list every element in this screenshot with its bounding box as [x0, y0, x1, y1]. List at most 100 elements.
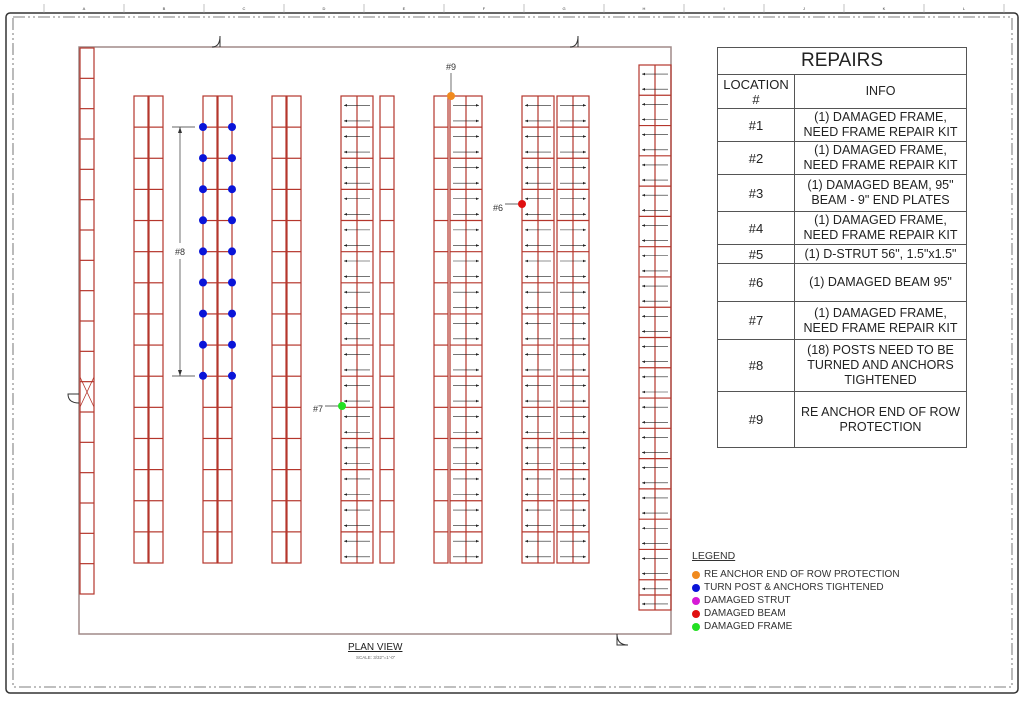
arrow-head-icon: [583, 384, 586, 387]
arrow-head-icon: [476, 415, 479, 418]
blue-post-marker: [228, 340, 236, 349]
legend-label: DAMAGED STRUT: [704, 595, 791, 606]
arrow-head-icon: [583, 150, 586, 154]
arrow-head-icon: [642, 315, 645, 318]
legend-dot-icon: [692, 622, 700, 631]
arrow-head-icon: [642, 269, 645, 273]
arrow-head-icon: [642, 511, 645, 515]
repair-location: #4: [717, 211, 795, 245]
rack-row: [638, 64, 672, 611]
legend-dot-icon: [692, 596, 700, 605]
arrow-head-icon: [583, 462, 586, 465]
arrow-head-icon: [476, 477, 479, 481]
rack-frame: [133, 95, 149, 564]
repair-location: #2: [717, 141, 795, 175]
arrow-head-icon: [525, 321, 528, 325]
repairs-title: REPAIRS: [717, 47, 967, 75]
arrow-head-icon: [583, 430, 586, 434]
arrow-head-icon: [344, 555, 347, 559]
arrow-head-icon: [525, 368, 528, 372]
arrow-head-icon: [525, 135, 528, 138]
rack-frame: [202, 95, 218, 564]
blue-post-marker: [228, 278, 236, 287]
border-tick-label: I: [723, 6, 724, 11]
arrow-head-icon: [476, 119, 479, 123]
legend-label: RE ANCHOR END OF ROW PROTECTION: [704, 569, 900, 580]
arrow-head-icon: [583, 446, 586, 450]
arrow-head-icon: [476, 259, 479, 263]
blue-post-marker: [228, 247, 236, 256]
arrow-head-icon: [476, 166, 479, 169]
repair-location: #1: [717, 108, 795, 142]
arrow-head-icon: [583, 275, 586, 278]
border-tick-label: A: [83, 6, 86, 11]
blue-post-marker: [199, 185, 207, 194]
arrow-head-icon: [583, 415, 586, 418]
arrow-head-icon: [344, 539, 347, 543]
arrow-head-icon: [642, 193, 645, 197]
blue-post-marker: [199, 247, 207, 256]
repair-row: #1(1) DAMAGED FRAME, NEED FRAME REPAIR K…: [717, 108, 967, 142]
arrow-head-icon: [642, 299, 645, 303]
rack-row: [217, 95, 233, 564]
rack-row: [433, 95, 449, 564]
arrow-head-icon: [642, 254, 645, 258]
rack-frame: [217, 95, 233, 564]
legend-label: DAMAGED FRAME: [704, 621, 793, 632]
repair-info: (1) D-STRUT 56", 1.5"x1.5": [794, 244, 967, 264]
legend-item: DAMAGED FRAME: [692, 620, 900, 633]
border-tick-label: C: [243, 6, 246, 11]
arrow-head-icon: [525, 275, 528, 278]
marker-label-8: #8: [175, 247, 185, 257]
arrow-head-icon: [476, 430, 479, 434]
arrow-head-icon: [642, 239, 645, 242]
arrow-head-icon: [583, 306, 586, 310]
arrow-head-icon: [476, 306, 479, 310]
rack-row: [202, 95, 218, 564]
rack-row: [379, 95, 395, 564]
sheet-border: ABCDEFGHIJKLMN: [5, 4, 1019, 694]
arrow-head-icon: [525, 337, 528, 341]
border-tick-label: D: [323, 6, 326, 11]
arrow-head-icon: [583, 508, 586, 512]
arrow-head-icon: [642, 405, 645, 409]
arrow-head-icon: [344, 477, 347, 481]
legend-label: TURN POST & ANCHORS TIGHTENED: [704, 582, 884, 593]
arrow-head-icon: [344, 119, 347, 123]
legend-dot-icon: [692, 583, 700, 592]
repair-row: #3(1) DAMAGED BEAM, 95" BEAM - 9" END PL…: [717, 174, 967, 212]
arrow-head-icon: [583, 181, 586, 185]
arrow-head-icon: [344, 244, 347, 247]
arrow-head-icon: [642, 481, 645, 485]
door-icon: [211, 35, 221, 48]
arrow-head-icon: [525, 493, 528, 496]
arrow-head-icon: [583, 337, 586, 341]
arrow-head-icon: [642, 572, 645, 575]
border-tick-label: L: [963, 6, 966, 11]
repair-info: (1) DAMAGED FRAME, NEED FRAME REPAIR KIT: [794, 108, 967, 142]
arrow-head-icon: [642, 557, 645, 560]
repair-location: #7: [717, 301, 795, 340]
arrow-head-icon: [642, 451, 645, 454]
arrow-head-icon: [525, 181, 528, 185]
arrow-head-icon: [525, 353, 528, 356]
door-icon: [569, 35, 579, 48]
legend-item: DAMAGED STRUT: [692, 594, 900, 607]
arrow-head-icon: [344, 353, 347, 356]
header-info: INFO: [794, 74, 967, 109]
arrow-head-icon: [642, 360, 645, 364]
building-outline: [67, 35, 672, 646]
arrow-head-icon: [642, 72, 645, 76]
arrow-head-icon: [642, 163, 645, 167]
blue-post-marker: [199, 278, 207, 287]
rack-row: [449, 95, 483, 564]
repair-info: (1) DAMAGED BEAM, 95" BEAM - 9" END PLAT…: [794, 174, 967, 212]
arrow-head-icon: [525, 524, 528, 527]
border-tick-label: F: [483, 6, 486, 11]
legend-item: TURN POST & ANCHORS TIGHTENED: [692, 581, 900, 594]
arrow-head-icon: [476, 368, 479, 372]
arrow-head-icon: [525, 399, 528, 403]
legend-title: LEGEND: [692, 550, 736, 562]
arrow-head-icon: [525, 290, 528, 294]
